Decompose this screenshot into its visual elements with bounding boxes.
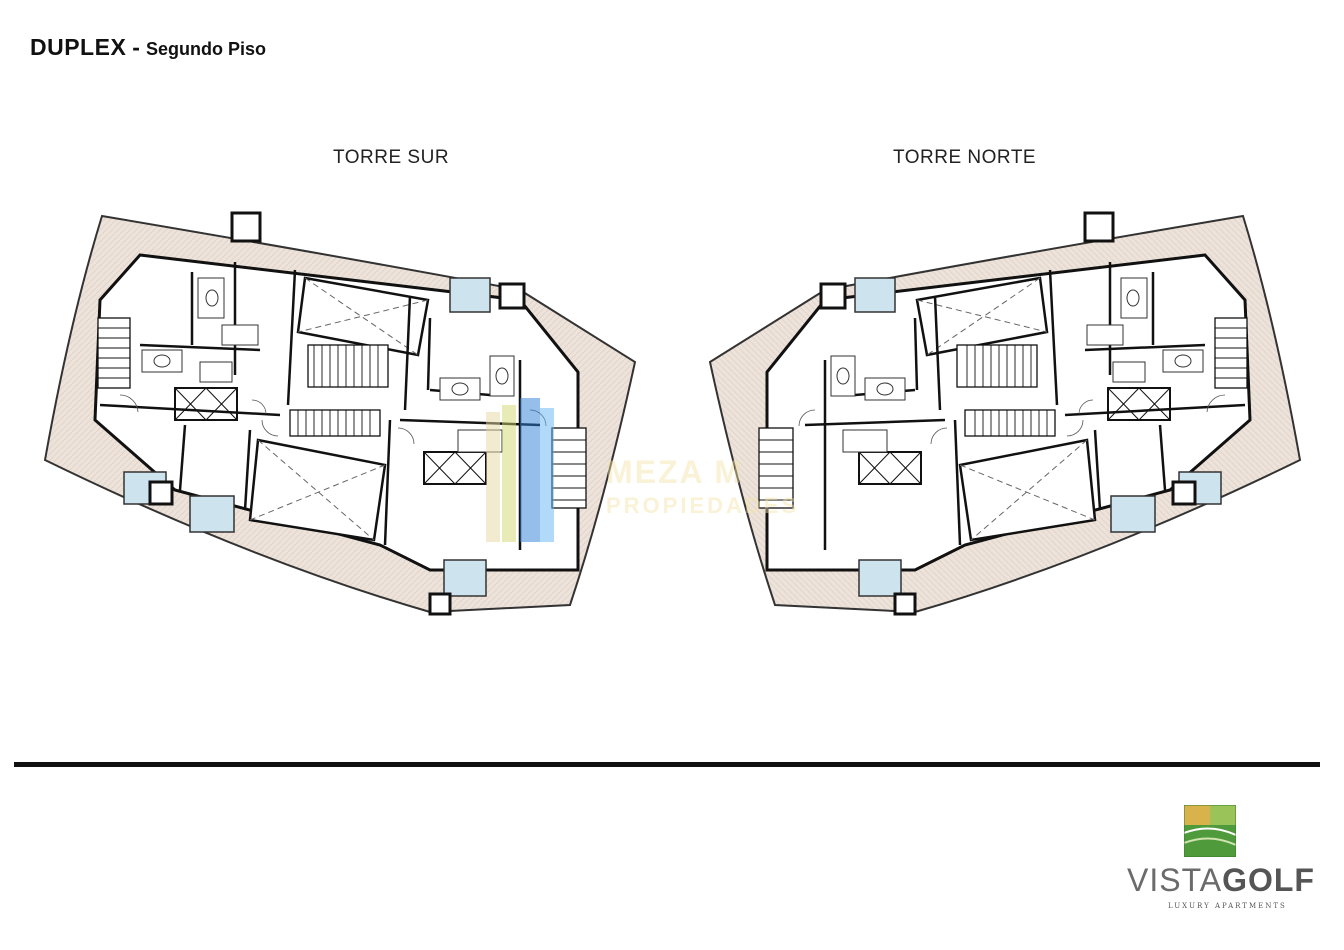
title-separator: - [132,34,140,60]
brand-name: VISTAGOLF [1127,862,1315,899]
divider-line [14,762,1320,767]
brand-name-bold: GOLF [1222,862,1315,898]
brand-name-light: VISTA [1127,862,1223,898]
plan-torre-norte [708,211,1302,616]
watermark-mark [486,398,554,542]
brand-logo: VISTAGOLF LUXURY APARTMENTS [1124,802,1314,917]
title-main: DUPLEX [30,34,127,60]
watermark: MEZA M PROPIEDADES [606,454,799,519]
page-title: DUPLEX-Segundo Piso [30,34,266,61]
floor-plans [43,211,1302,616]
title-subtitle: Segundo Piso [145,39,266,59]
brand-tagline: LUXURY APARTMENTS [1168,902,1287,910]
watermark-line1: MEZA M [606,454,744,490]
watermark-line2: PROPIEDADES [606,493,800,518]
tower-label-norte: TORRE NORTE [893,147,1037,168]
tower-label-sur: TORRE SUR [333,147,450,168]
vistagolf-logo-icon [1184,805,1236,857]
